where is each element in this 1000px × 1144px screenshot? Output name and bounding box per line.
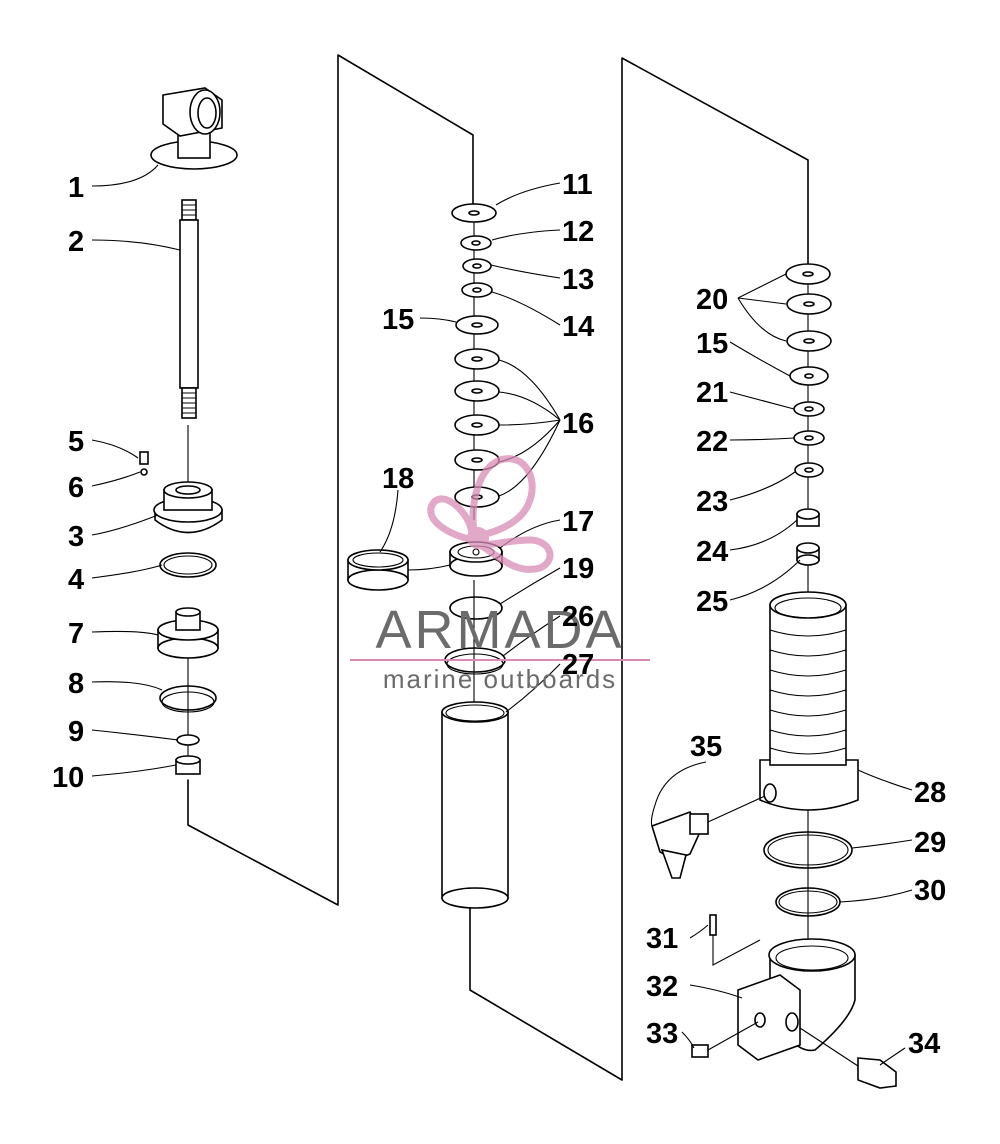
callout-11: 11 xyxy=(562,169,593,201)
callout-16: 16 xyxy=(562,408,594,440)
callout-4: 4 xyxy=(68,564,84,596)
callout-1: 1 xyxy=(68,172,84,204)
part-18-ring xyxy=(347,549,409,591)
part-3-gland xyxy=(153,481,223,534)
part-28-reservoir-body xyxy=(759,591,859,811)
leader-lines xyxy=(91,164,913,1066)
part-7-piston xyxy=(157,607,219,659)
callout-20: 20 xyxy=(696,284,728,316)
callout-32: 32 xyxy=(646,971,678,1003)
callout-3: 3 xyxy=(68,521,84,553)
part-33-plug xyxy=(691,1021,759,1058)
part-8-seal-ring xyxy=(159,685,217,713)
part-31-pin xyxy=(709,914,761,966)
callout-35: 35 xyxy=(690,731,722,763)
callout-8: 8 xyxy=(68,668,84,700)
callout-2: 2 xyxy=(68,226,84,258)
callout-26: 26 xyxy=(562,601,594,633)
callout-5: 5 xyxy=(68,426,84,458)
callout-10: 10 xyxy=(52,762,84,794)
propeller-logo-icon xyxy=(427,455,554,573)
armada-watermark: ARMADA marine outboards xyxy=(350,455,650,694)
callout-34: 34 xyxy=(908,1028,940,1060)
part-32-lower-housing xyxy=(737,938,856,1061)
callout-17: 17 xyxy=(562,506,594,538)
callout-9: 9 xyxy=(68,716,84,748)
part-29-o-ring xyxy=(763,831,853,869)
part-4-o-ring xyxy=(159,552,217,578)
part-1-eye-mount xyxy=(150,87,238,170)
part-35-elbow-fitting xyxy=(651,795,766,879)
part-19-o-ring xyxy=(449,596,503,620)
callout-12: 12 xyxy=(562,216,594,248)
part-27-cylinder-tube xyxy=(441,701,509,909)
watermark-tagline: marine outboards xyxy=(383,664,617,694)
part-10-nut xyxy=(175,755,201,775)
callout-23: 23 xyxy=(696,486,728,518)
callout-15-right: 15 xyxy=(696,328,728,360)
part-5-set-screw xyxy=(139,451,149,465)
callout-15-middle: 15 xyxy=(382,304,414,336)
callout-31: 31 xyxy=(646,923,678,955)
callout-7: 7 xyxy=(68,618,84,650)
part-6-ball xyxy=(140,468,148,476)
callout-labels: 1 2 3 4 5 6 7 8 9 10 11 12 13 14 15 16 1… xyxy=(52,169,946,1060)
right-shims xyxy=(785,263,832,478)
callout-27: 27 xyxy=(562,649,594,681)
callout-25: 25 xyxy=(696,586,728,618)
callout-14: 14 xyxy=(562,311,594,343)
callout-6: 6 xyxy=(68,472,84,504)
callout-24: 24 xyxy=(696,536,728,568)
part-34-fitting xyxy=(799,1027,897,1089)
part-9-washer xyxy=(176,734,200,746)
callout-22: 22 xyxy=(696,426,728,458)
callout-33: 33 xyxy=(646,1018,678,1050)
part-25-bushing xyxy=(796,542,820,566)
callout-28: 28 xyxy=(914,777,946,809)
callout-30: 30 xyxy=(914,875,946,907)
callout-13: 13 xyxy=(562,264,594,296)
callout-19: 19 xyxy=(562,553,594,585)
callout-21: 21 xyxy=(696,377,728,409)
watermark-brand: ARMADA xyxy=(375,600,624,660)
callout-18: 18 xyxy=(382,463,414,495)
part-2-piston-rod xyxy=(179,199,199,419)
part-24-bushing xyxy=(796,508,820,527)
callout-29: 29 xyxy=(914,827,946,859)
